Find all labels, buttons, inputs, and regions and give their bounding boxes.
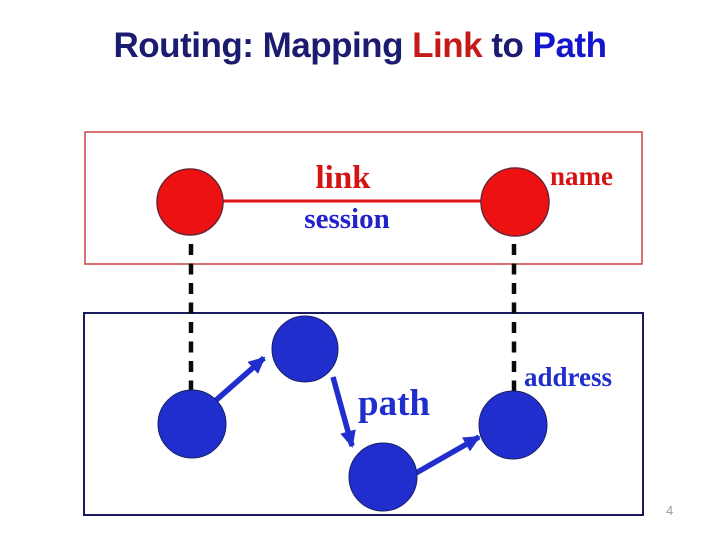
path-layer-box: [83, 312, 644, 516]
path-node-4: [478, 390, 548, 460]
link-node-left: [156, 168, 224, 236]
path-node-2: [271, 315, 339, 383]
title-part-routing-mapping: Routing: Mapping: [113, 26, 413, 65]
title-part-link: Link: [412, 26, 483, 65]
path-node-3: [348, 442, 418, 512]
link-label: link: [315, 160, 371, 196]
session-label: session: [304, 203, 390, 235]
title-part-path: Path: [532, 26, 607, 65]
path-label: path: [358, 383, 430, 424]
slide-title: Routing: Mapping Link to Path: [0, 26, 720, 66]
title-part-to: to: [482, 26, 533, 65]
path-node-1: [157, 389, 227, 459]
name-label: name: [550, 161, 613, 191]
page-number: 4: [666, 503, 674, 518]
link-layer-box: [84, 131, 643, 265]
path-arrow-3: [414, 434, 481, 476]
link-node-right: [480, 167, 550, 237]
path-arrow-1: [212, 355, 266, 405]
address-label: address: [524, 362, 613, 392]
path-arrow-2: [330, 376, 356, 448]
